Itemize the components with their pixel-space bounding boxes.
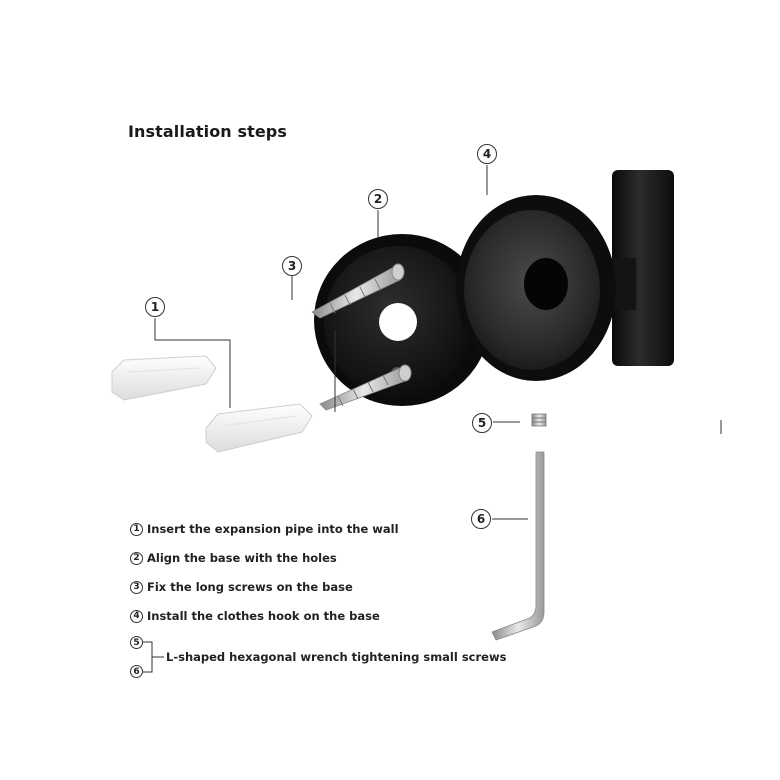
step-1-number: 1 [130,522,143,536]
base-plate [314,234,490,406]
callout-2: 2 [368,189,388,209]
expansion-pipe-top [111,355,217,401]
step-4-number: 4 [130,609,143,623]
step-3-number: 3 [130,580,143,594]
step-2-text: Align the base with the holes [147,551,337,565]
step-5-6-text: L-shaped hexagonal wrench tightening sma… [166,650,507,664]
step-2-number: 2 [130,551,143,565]
clothes-hook [456,170,674,381]
small-screw [531,413,547,427]
step-6-number: 6 [130,665,143,678]
long-screw-top [311,263,405,319]
long-screw-bottom [319,364,412,411]
callout-3: 3 [282,256,302,276]
step-4: 4 Install the clothes hook on the base [130,608,380,624]
callout-6: 6 [471,509,491,529]
step-2: 2 Align the base with the holes [130,550,337,566]
callout-1: 1 [145,297,165,317]
page-title: Installation steps [128,122,287,141]
step-3-text: Fix the long screws on the base [147,580,353,594]
expansion-pipe-bottom [205,403,313,453]
step-1-text: Insert the expansion pipe into the wall [147,522,399,536]
callout-5: 5 [472,413,492,433]
step-1: 1 Insert the expansion pipe into the wal… [130,521,399,537]
step-4-text: Install the clothes hook on the base [147,609,380,623]
step-5-number: 5 [130,636,143,649]
step-3: 3 Fix the long screws on the base [130,579,353,595]
hex-wrench [491,451,545,641]
callout-4: 4 [477,144,497,164]
